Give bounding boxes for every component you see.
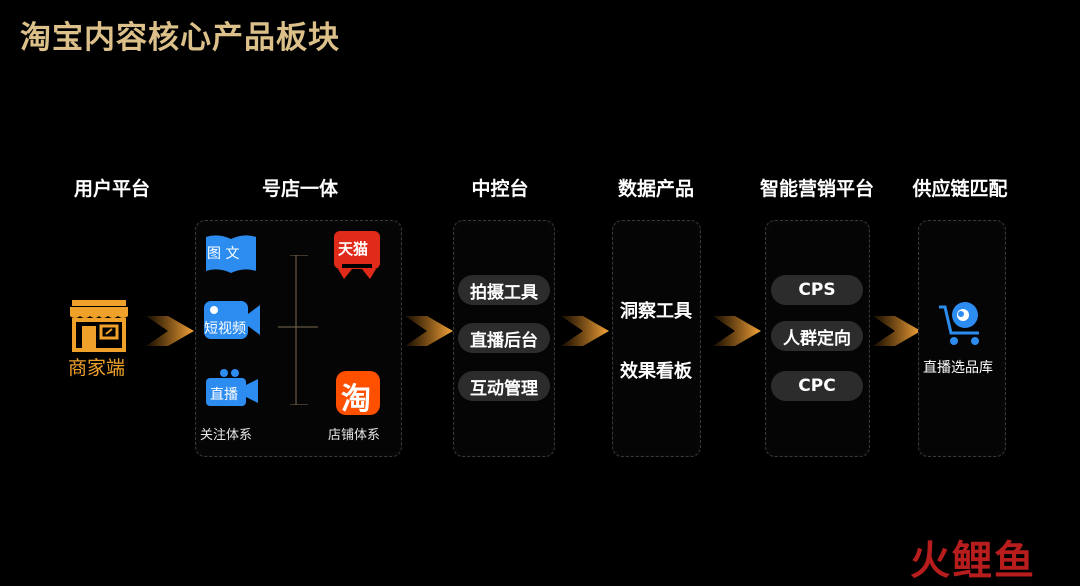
header-control-center: 中控台 — [471, 178, 529, 200]
book-icon — [204, 233, 258, 279]
panel-marketing: CPS 人群定向 CPC — [765, 220, 870, 457]
header-supply-chain: 供应链匹配 — [912, 178, 1008, 200]
flow-arrow-2 — [405, 316, 455, 350]
marketing-item-cpc: CPC — [771, 371, 863, 401]
flow-arrow-5 — [873, 316, 923, 350]
tmall-icon — [334, 231, 380, 283]
page-title: 淘宝内容核心产品板块 — [20, 20, 340, 56]
panel-supply-chain: 直播选品库 — [918, 220, 1006, 457]
store-system-label: 店铺体系 — [328, 428, 381, 443]
flow-arrow-3 — [561, 316, 611, 350]
control-item-interaction-mgmt: 互动管理 — [458, 371, 550, 401]
flow-arrow-4 — [713, 316, 763, 350]
short-video-label: 短视频 — [204, 321, 246, 337]
marketing-item-cps: CPS — [771, 275, 863, 305]
watermark-logo: 火鲤鱼 — [910, 538, 1036, 584]
header-data-products: 数据产品 — [617, 178, 695, 200]
control-item-live-backend: 直播后台 — [458, 323, 550, 353]
panel-control-center: 拍摄工具 直播后台 互动管理 — [453, 220, 555, 457]
header-account-store: 号店一体 — [261, 178, 339, 200]
shopping-cart-icon — [937, 299, 985, 353]
graphic-label: 图 文 — [207, 246, 240, 262]
panel-account-store: 图 文 短视频 直播 关注体系 — [195, 220, 402, 457]
live-camera-icon — [204, 369, 260, 411]
video-camera-icon — [204, 301, 260, 343]
live-label: 直播 — [210, 387, 238, 403]
supply-item-live-selection: 直播选品库 — [923, 360, 993, 376]
panel-data-products: 洞察工具 效果看板 — [612, 220, 701, 457]
marketing-item-audience-targeting: 人群定向 — [771, 321, 863, 351]
store-icon — [68, 298, 130, 356]
header-marketing: 智能营销平台 — [759, 178, 875, 200]
taobao-icon — [336, 371, 380, 419]
merchant-label: 商家端 — [68, 357, 126, 379]
data-item-effect-board: 效果看板 — [620, 361, 692, 382]
flow-arrow-1 — [146, 316, 196, 350]
taobao-text: 淘 — [341, 382, 371, 417]
bracket-lines — [278, 254, 318, 409]
tmall-text: 天猫 — [338, 240, 369, 258]
header-user-platform: 用户平台 — [73, 178, 151, 200]
follow-system-label: 关注体系 — [200, 428, 253, 443]
control-item-shooting-tools: 拍摄工具 — [458, 275, 550, 305]
data-item-insight-tools: 洞察工具 — [620, 301, 692, 322]
